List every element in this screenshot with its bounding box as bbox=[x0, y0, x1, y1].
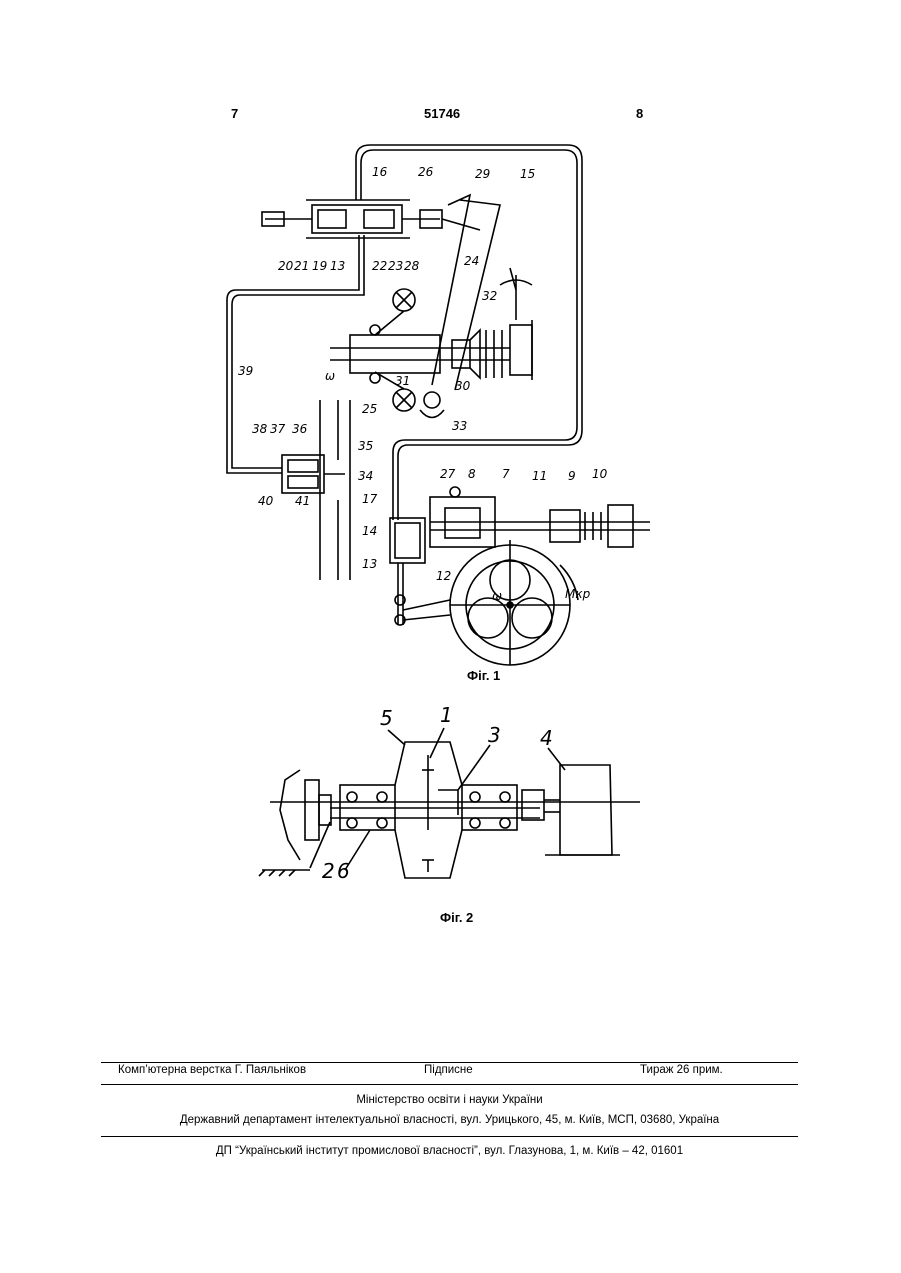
footer-rule-middle bbox=[101, 1084, 798, 1085]
svg-text:2: 2 bbox=[322, 859, 335, 883]
footer-signature: Підписне bbox=[424, 1064, 473, 1076]
footer-ministry: Міністерство освіти і науки України bbox=[101, 1094, 798, 1106]
figure-2-drawing: 5 1 3 4 2 6 bbox=[0, 0, 901, 900]
svg-text:4: 4 bbox=[540, 726, 553, 750]
footer-institute: ДП “Український інститут промислової вла… bbox=[101, 1145, 798, 1157]
svg-text:1: 1 bbox=[440, 703, 453, 727]
footer-print-run: Тираж 26 прим. bbox=[640, 1064, 723, 1076]
footer-rule-top bbox=[101, 1062, 798, 1063]
footer-department: Державний департамент інтелектуальної вл… bbox=[101, 1114, 798, 1126]
svg-text:3: 3 bbox=[488, 723, 501, 747]
figure-2-caption: Фіг. 2 bbox=[440, 910, 473, 925]
footer-typesetting: Комп’ютерна верстка Г. Паяльніков bbox=[118, 1064, 306, 1076]
footer-rule-bottom bbox=[101, 1136, 798, 1137]
svg-text:6: 6 bbox=[337, 859, 350, 883]
svg-text:5: 5 bbox=[380, 706, 393, 730]
